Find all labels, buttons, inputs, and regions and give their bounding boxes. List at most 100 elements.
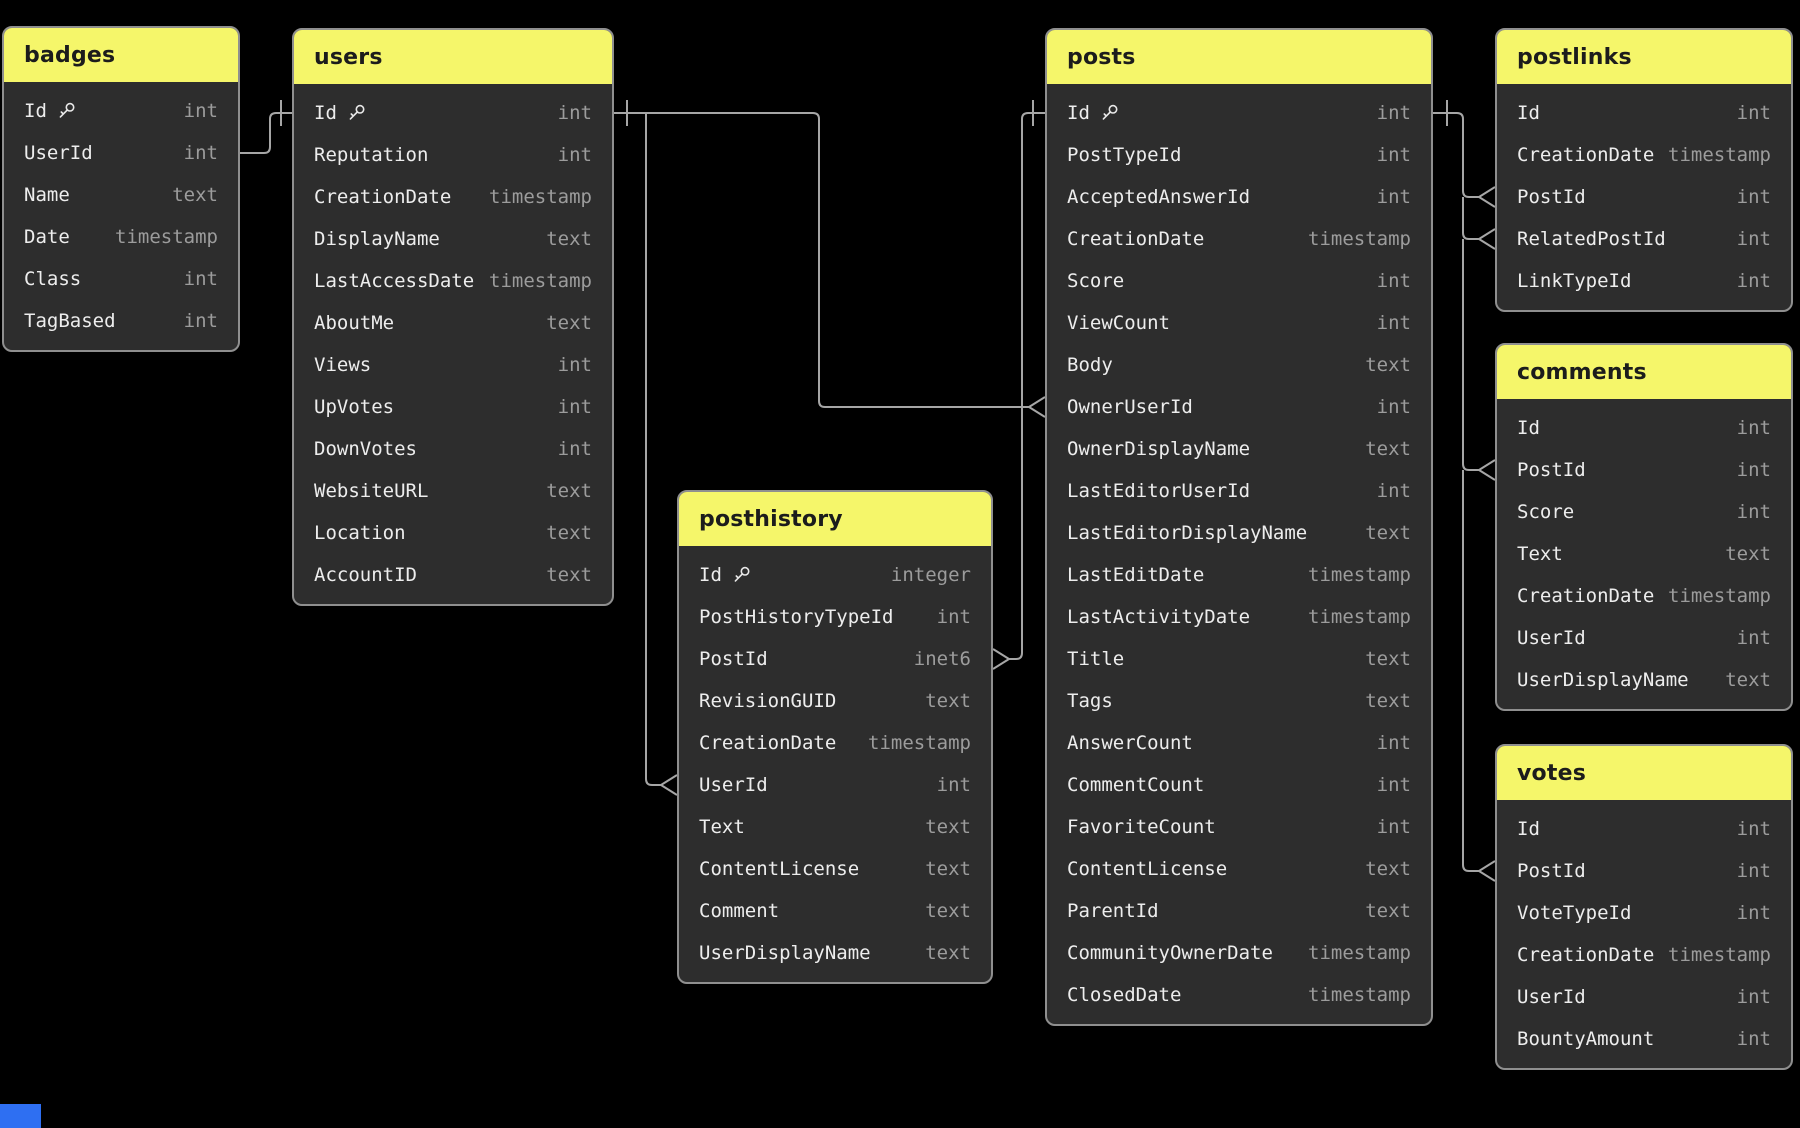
field-row-postlinks-CreationDate[interactable]: CreationDate timestamp	[1497, 134, 1791, 176]
field-row-users-CreationDate[interactable]: CreationDate timestamp	[294, 176, 612, 218]
field-row-badges-UserId[interactable]: UserId int	[4, 132, 238, 174]
field-name: RelatedPostId	[1517, 228, 1666, 250]
field-row-badges-Name[interactable]: Name text	[4, 174, 238, 216]
crow-foot	[1478, 860, 1496, 872]
field-row-posts-Title[interactable]: Title text	[1047, 638, 1431, 680]
table-posthistory[interactable]: posthistory Id integer PostHistoryTypeId…	[677, 490, 993, 984]
field-type: int	[1376, 270, 1411, 292]
field-name: Score	[1067, 270, 1125, 292]
table-header[interactable]: comments	[1497, 345, 1791, 399]
field-row-posthistory-ContentLicense[interactable]: ContentLicense text	[679, 848, 991, 890]
field-row-users-DownVotes[interactable]: DownVotes int	[294, 428, 612, 470]
field-row-comments-Score[interactable]: Score int	[1497, 491, 1791, 533]
table-posts[interactable]: posts Id int PostTypeId int AcceptedAnsw…	[1045, 28, 1433, 1026]
field-row-posthistory-RevisionGUID[interactable]: RevisionGUID text	[679, 680, 991, 722]
field-row-posts-CreationDate[interactable]: CreationDate timestamp	[1047, 218, 1431, 260]
field-row-postlinks-LinkTypeId[interactable]: LinkTypeId int	[1497, 260, 1791, 302]
field-row-posts-CommunityOwnerDate[interactable]: CommunityOwnerDate timestamp	[1047, 932, 1431, 974]
field-row-users-WebsiteURL[interactable]: WebsiteURL text	[294, 470, 612, 512]
table-header[interactable]: posts	[1047, 30, 1431, 84]
field-row-users-Location[interactable]: Location text	[294, 512, 612, 554]
field-type: text	[1365, 690, 1411, 712]
field-row-posts-ViewCount[interactable]: ViewCount int	[1047, 302, 1431, 344]
field-row-badges-Date[interactable]: Date timestamp	[4, 216, 238, 258]
field-row-posts-ParentId[interactable]: ParentId text	[1047, 890, 1431, 932]
table-votes[interactable]: votes Id int PostId int VoteTypeId int C…	[1495, 744, 1793, 1070]
field-name-wrap: AboutMe	[314, 302, 394, 344]
field-row-postlinks-Id[interactable]: Id int	[1497, 92, 1791, 134]
table-users[interactable]: users Id int Reputation int CreationDate…	[292, 28, 614, 606]
field-row-comments-PostId[interactable]: PostId int	[1497, 449, 1791, 491]
field-row-users-DisplayName[interactable]: DisplayName text	[294, 218, 612, 260]
field-row-posts-Score[interactable]: Score int	[1047, 260, 1431, 302]
field-row-posthistory-Id[interactable]: Id integer	[679, 554, 991, 596]
field-row-users-AboutMe[interactable]: AboutMe text	[294, 302, 612, 344]
field-row-votes-UserId[interactable]: UserId int	[1497, 976, 1791, 1018]
relationship-postlinks.PostId-posts.Id	[1433, 112, 1479, 198]
field-row-posts-PostTypeId[interactable]: PostTypeId int	[1047, 134, 1431, 176]
table-header[interactable]: postlinks	[1497, 30, 1791, 84]
field-row-posthistory-PostId[interactable]: PostId inet6	[679, 638, 991, 680]
field-row-posts-Tags[interactable]: Tags text	[1047, 680, 1431, 722]
field-row-posts-AcceptedAnswerId[interactable]: AcceptedAnswerId int	[1047, 176, 1431, 218]
table-header[interactable]: votes	[1497, 746, 1791, 800]
field-row-posts-OwnerUserId[interactable]: OwnerUserId int	[1047, 386, 1431, 428]
field-row-posthistory-UserDisplayName[interactable]: UserDisplayName text	[679, 932, 991, 974]
field-row-comments-UserId[interactable]: UserId int	[1497, 617, 1791, 659]
table-comments[interactable]: comments Id int PostId int Score int Tex…	[1495, 343, 1793, 711]
field-row-comments-Id[interactable]: Id int	[1497, 407, 1791, 449]
field-row-posts-ContentLicense[interactable]: ContentLicense text	[1047, 848, 1431, 890]
field-row-votes-CreationDate[interactable]: CreationDate timestamp	[1497, 934, 1791, 976]
table-badges[interactable]: badges Id int UserId int Name text Date …	[2, 26, 240, 352]
field-row-users-Id[interactable]: Id int	[294, 92, 612, 134]
field-row-posthistory-CreationDate[interactable]: CreationDate timestamp	[679, 722, 991, 764]
field-row-posts-ClosedDate[interactable]: ClosedDate timestamp	[1047, 974, 1431, 1016]
field-name: Id	[1517, 818, 1540, 840]
field-row-votes-Id[interactable]: Id int	[1497, 808, 1791, 850]
field-row-votes-PostId[interactable]: PostId int	[1497, 850, 1791, 892]
field-type: text	[1365, 858, 1411, 880]
field-row-users-Views[interactable]: Views int	[294, 344, 612, 386]
field-row-badges-Id[interactable]: Id int	[4, 90, 238, 132]
field-type: int	[1376, 102, 1411, 124]
table-header[interactable]: posthistory	[679, 492, 991, 546]
field-row-users-UpVotes[interactable]: UpVotes int	[294, 386, 612, 428]
field-row-posts-LastEditDate[interactable]: LastEditDate timestamp	[1047, 554, 1431, 596]
field-row-posts-LastEditorDisplayName[interactable]: LastEditorDisplayName text	[1047, 512, 1431, 554]
field-row-badges-TagBased[interactable]: TagBased int	[4, 300, 238, 342]
field-row-posts-AnswerCount[interactable]: AnswerCount int	[1047, 722, 1431, 764]
field-name: LastEditorUserId	[1067, 480, 1251, 502]
field-row-postlinks-PostId[interactable]: PostId int	[1497, 176, 1791, 218]
field-name-wrap: Text	[699, 806, 745, 848]
field-row-users-AccountID[interactable]: AccountID text	[294, 554, 612, 596]
field-row-votes-BountyAmount[interactable]: BountyAmount int	[1497, 1018, 1791, 1060]
field-row-votes-VoteTypeId[interactable]: VoteTypeId int	[1497, 892, 1791, 934]
field-row-posts-LastActivityDate[interactable]: LastActivityDate timestamp	[1047, 596, 1431, 638]
field-row-posts-FavoriteCount[interactable]: FavoriteCount int	[1047, 806, 1431, 848]
field-row-posts-OwnerDisplayName[interactable]: OwnerDisplayName text	[1047, 428, 1431, 470]
field-row-badges-Class[interactable]: Class int	[4, 258, 238, 300]
table-header[interactable]: users	[294, 30, 612, 84]
field-row-posthistory-Comment[interactable]: Comment text	[679, 890, 991, 932]
field-name: UpVotes	[314, 396, 395, 418]
field-row-posthistory-Text[interactable]: Text text	[679, 806, 991, 848]
field-row-comments-CreationDate[interactable]: CreationDate timestamp	[1497, 575, 1791, 617]
field-row-comments-UserDisplayName[interactable]: UserDisplayName text	[1497, 659, 1791, 701]
field-row-users-Reputation[interactable]: Reputation int	[294, 134, 612, 176]
field-row-posthistory-UserId[interactable]: UserId int	[679, 764, 991, 806]
field-row-comments-Text[interactable]: Text text	[1497, 533, 1791, 575]
field-row-posthistory-PostHistoryTypeId[interactable]: PostHistoryTypeId int	[679, 596, 991, 638]
field-row-posts-Id[interactable]: Id int	[1047, 92, 1431, 134]
table-header[interactable]: badges	[4, 28, 238, 82]
field-row-posts-Body[interactable]: Body text	[1047, 344, 1431, 386]
field-name-wrap: FavoriteCount	[1067, 806, 1216, 848]
field-row-users-LastAccessDate[interactable]: LastAccessDate timestamp	[294, 260, 612, 302]
table-name: comments	[1517, 359, 1647, 385]
table-postlinks[interactable]: postlinks Id int CreationDate timestamp …	[1495, 28, 1793, 312]
field-row-posts-CommentCount[interactable]: CommentCount int	[1047, 764, 1431, 806]
field-type: int	[1736, 459, 1771, 481]
field-row-postlinks-RelatedPostId[interactable]: RelatedPostId int	[1497, 218, 1791, 260]
field-type: int	[557, 396, 592, 418]
field-row-posts-LastEditorUserId[interactable]: LastEditorUserId int	[1047, 470, 1431, 512]
field-name-wrap: Id	[314, 92, 366, 134]
